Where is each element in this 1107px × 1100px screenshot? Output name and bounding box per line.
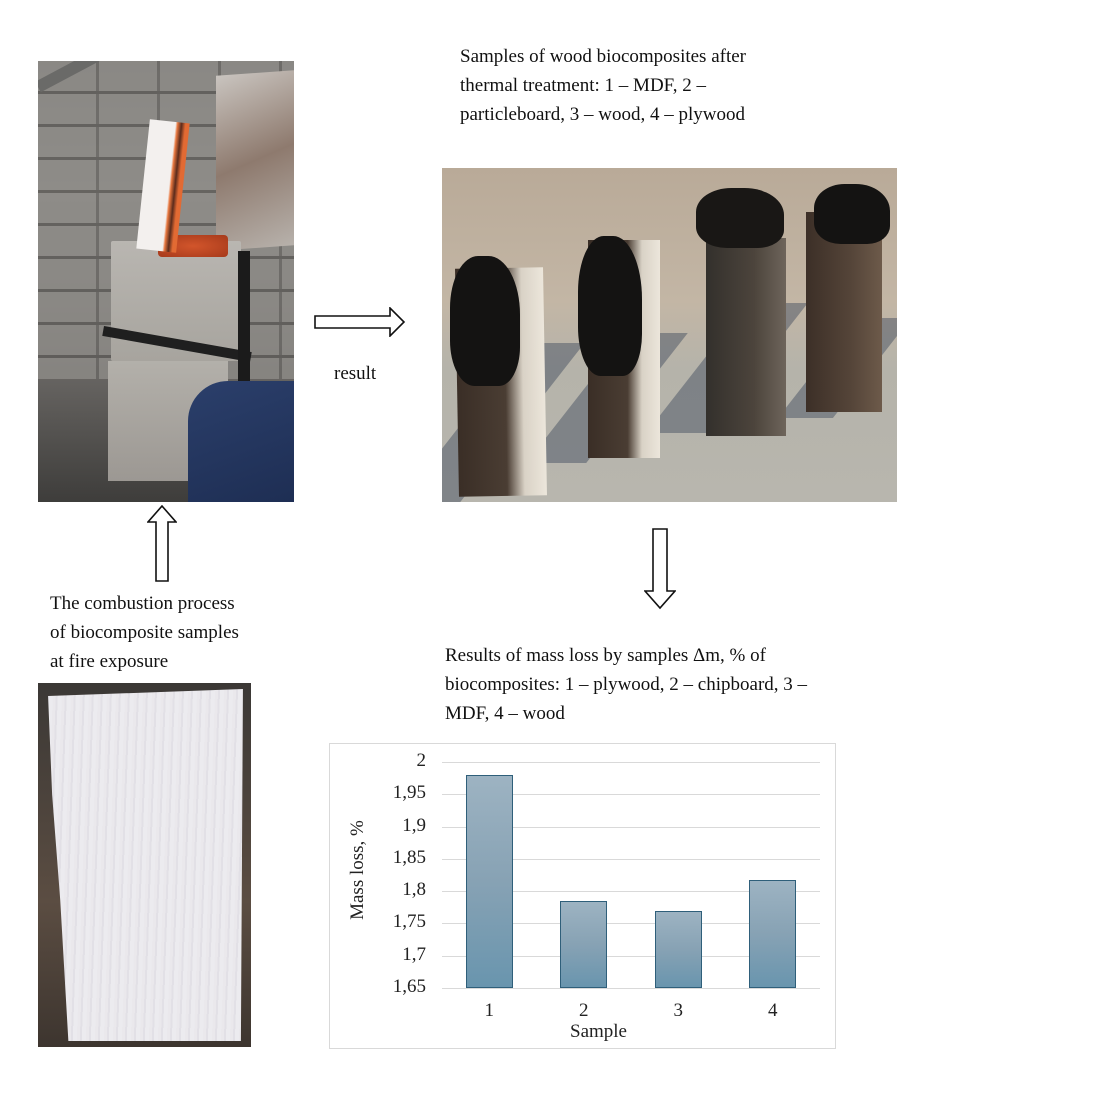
caption-line: The combustion process [50, 593, 235, 614]
bar-sample-2 [560, 900, 608, 988]
x-tick-label: 4 [768, 1000, 778, 1021]
gridline [442, 955, 820, 957]
caption-line: Samples of wood biocomposites after [460, 46, 747, 67]
burnt-samples-photo [442, 168, 897, 502]
caption-line: thermal treatment: 1 – MDF, 2 – [460, 75, 706, 96]
operator-sleeve [188, 381, 294, 502]
combustion-caption: The combustion process of biocomposite s… [50, 589, 239, 676]
gridline [442, 858, 820, 860]
metal-shield [216, 70, 294, 251]
gridline [442, 762, 820, 763]
sample-stick-4 [806, 212, 882, 412]
y-tick-label: 1,95 [392, 782, 426, 804]
up-arrow-icon [147, 505, 177, 583]
right-arrow-icon [314, 307, 406, 337]
bar-sample-4 [749, 879, 797, 988]
white-sample-photo [38, 683, 251, 1047]
x-tick-label: 1 [484, 1000, 495, 1021]
y-tick-label: 1,9 [402, 814, 426, 836]
gridline [442, 988, 820, 989]
gridline [442, 794, 820, 796]
y-tick-label: 1,85 [392, 846, 426, 868]
gridline [442, 891, 820, 893]
caption-line: MDF, 4 – wood [445, 703, 565, 724]
char-3 [696, 188, 784, 248]
caption-line: at fire exposure [50, 651, 169, 672]
y-tick-label: 1,65 [392, 976, 426, 997]
caption-line: particleboard, 3 – wood, 4 – plywood [460, 104, 745, 125]
down-arrow-icon [644, 528, 676, 610]
char-4 [814, 184, 890, 244]
y-tick-label: 1,7 [402, 943, 426, 965]
caption-line: Results of mass loss by samples Δm, % of [445, 645, 766, 666]
x-tick-label: 3 [673, 1000, 684, 1021]
char-2 [578, 236, 642, 376]
gridline [442, 826, 820, 828]
combustion-photo [38, 61, 294, 502]
caption-line: biocomposites: 1 – plywood, 2 – chipboar… [445, 674, 808, 695]
result-label: result [334, 363, 377, 384]
y-tick-label: 1,75 [392, 911, 426, 933]
y-tick-label: 2 [416, 750, 427, 771]
chart-caption: Results of mass loss by samples Δm, % of… [445, 641, 807, 728]
y-tick-label: 1,8 [402, 879, 426, 901]
x-tick-label: 2 [579, 1000, 589, 1021]
x-axis-label: Sample [570, 1021, 627, 1042]
char-1 [450, 256, 520, 386]
white-board [48, 689, 243, 1041]
bar-sample-3 [654, 910, 702, 988]
samples-caption: Samples of wood biocomposites after ther… [460, 42, 746, 129]
bar-sample-1 [465, 774, 513, 988]
sample-stick-3 [706, 238, 786, 436]
caption-line: of biocomposite samples [50, 622, 239, 643]
gridline [442, 923, 820, 925]
